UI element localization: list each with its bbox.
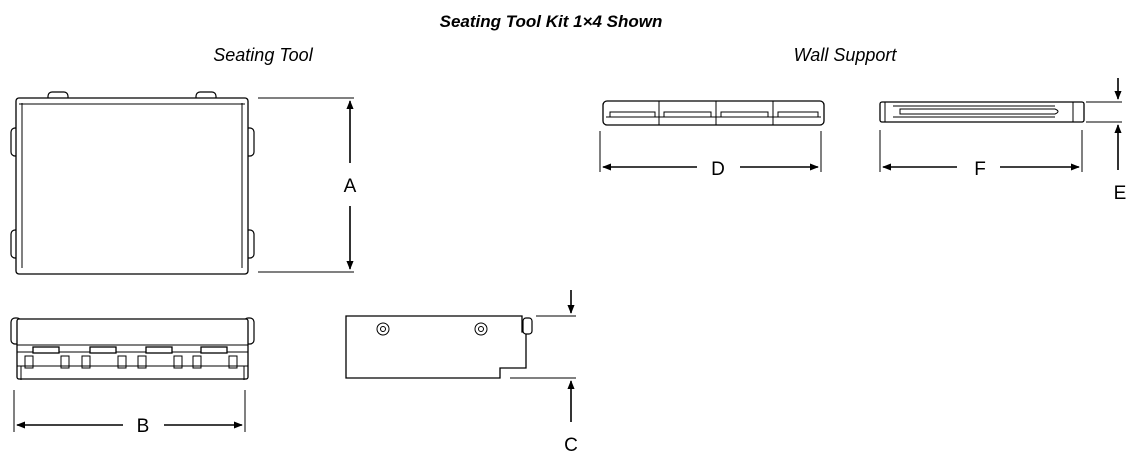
dimension-b: B (13, 390, 246, 437)
dimension-c-label: C (564, 435, 578, 455)
wall-support-front-view (602, 100, 825, 126)
seating-tool-label: Seating Tool (213, 45, 313, 65)
seating-tool-front-view (10, 317, 255, 380)
dimension-e-label: E (1114, 183, 1127, 204)
wall-support-label: Wall Support (794, 45, 898, 65)
dimension-d-label: D (711, 159, 725, 180)
dimension-e: E (1086, 78, 1126, 204)
wall-support-side-view (879, 101, 1085, 123)
dimension-f-label: F (974, 159, 986, 180)
dimension-f: F (879, 130, 1083, 180)
dimension-d: D (599, 131, 822, 180)
drawing-title: Seating Tool Kit 1×4 Shown (440, 12, 663, 31)
dimension-c: C (510, 290, 578, 455)
dimension-b-label: B (137, 416, 150, 437)
dimension-a: A (258, 97, 357, 273)
seating-tool-side-view (345, 315, 533, 379)
seating-tool-top-view (10, 91, 255, 275)
dimension-a-label: A (344, 176, 357, 197)
